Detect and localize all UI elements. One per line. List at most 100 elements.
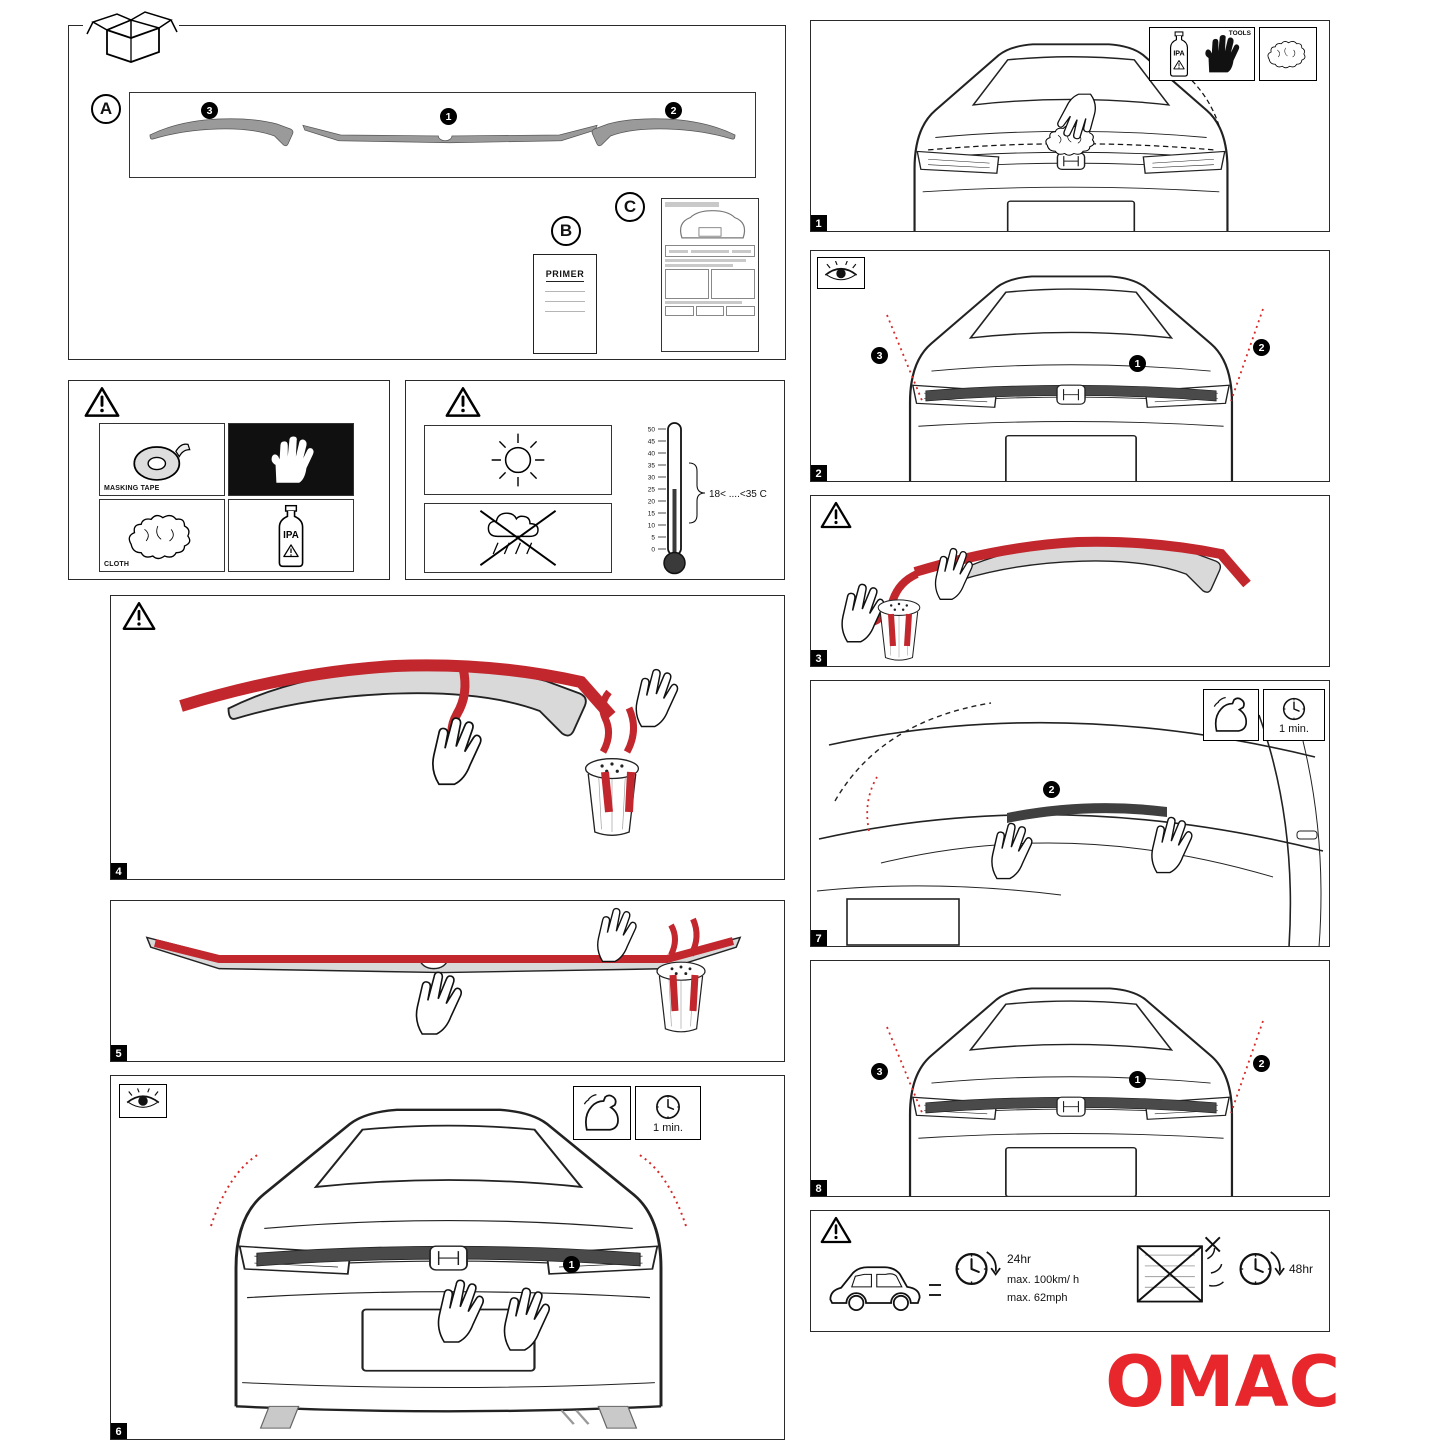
first-wait-label: 24hr xyxy=(1007,1252,1031,1266)
alignment-mark-left xyxy=(886,1026,924,1116)
step-5-panel: 5 xyxy=(110,900,785,1062)
eye-icon xyxy=(124,1088,162,1114)
parts-strip xyxy=(129,92,756,178)
step-3-panel: 3 xyxy=(810,495,1330,667)
required-supplies-box: TOOLS xyxy=(1149,27,1255,81)
primer-rule xyxy=(544,291,586,292)
rear-shelf-line xyxy=(828,721,1316,758)
clock-icon xyxy=(654,1093,682,1121)
clock-icon xyxy=(1281,696,1307,722)
ipa-cell xyxy=(228,499,354,572)
primer-packet: PRIMER xyxy=(533,254,597,354)
brand-logo-text: OMAC xyxy=(1105,1341,1340,1423)
svg-text:25: 25 xyxy=(648,487,656,494)
masking-tape-label: MASKING TAPE xyxy=(104,485,160,492)
film-in-bin xyxy=(888,613,912,647)
clock-icon xyxy=(957,1252,1000,1284)
cloth-label: CLOTH xyxy=(104,561,130,568)
parts-strip-drawing xyxy=(149,118,736,147)
alignment-mark-left xyxy=(886,314,924,404)
svg-text:50: 50 xyxy=(648,427,656,434)
primer-rule xyxy=(544,301,586,302)
thumb-car-sketch xyxy=(679,210,746,239)
sunlight-cell xyxy=(424,425,612,495)
hand-icon xyxy=(635,668,679,728)
window-edge-dashed xyxy=(834,702,992,802)
film-in-bin xyxy=(669,974,699,1012)
thermometer-scale: 50 45 40 35 30 25 20 15 10 5 0 xyxy=(648,427,656,554)
step-number-tab: 4 xyxy=(111,863,127,879)
primer-rule xyxy=(544,311,586,312)
primer-label: PRIMER xyxy=(545,269,585,282)
instruction-leaflet-thumbnail xyxy=(661,198,759,352)
check-visually-box xyxy=(817,257,865,289)
svg-text:30: 30 xyxy=(648,475,656,482)
gloves-icon xyxy=(265,434,317,486)
part-3-callout: 3 xyxy=(871,347,888,364)
gloves-cell xyxy=(228,423,354,496)
car-rear-view xyxy=(908,987,1234,1196)
svg-text:35: 35 xyxy=(648,463,656,470)
part-3-callout: 3 xyxy=(201,102,218,119)
step-3-scene xyxy=(841,536,1251,661)
step-number-tab: 3 xyxy=(811,650,827,666)
step-number-tab: 8 xyxy=(811,1180,827,1196)
step-6-panel: 1 min. 1 6 xyxy=(110,1075,785,1440)
svg-text:5: 5 xyxy=(651,535,655,542)
trim-part-3 xyxy=(149,118,294,147)
red-protective-film xyxy=(154,937,735,963)
step-number-tab: 2 xyxy=(811,465,827,481)
kit-label-b: B xyxy=(551,216,581,246)
step-4-panel: 4 xyxy=(110,595,785,880)
trunk-lid-edge xyxy=(818,813,1324,852)
svg-text:40: 40 xyxy=(648,451,656,458)
thermometer: 50 45 40 35 30 25 20 15 10 5 0 18< ....<… xyxy=(648,422,767,575)
hand-icon xyxy=(432,717,482,786)
cloth-icon xyxy=(122,511,202,561)
step-1-scene xyxy=(913,43,1229,231)
eye-icon xyxy=(822,261,860,286)
duration-box: 1 min. xyxy=(1263,689,1325,741)
temperature-range-label: 18< ....<35 C xyxy=(709,489,767,500)
clock-icon xyxy=(1241,1252,1284,1284)
motion-lines xyxy=(929,1284,941,1296)
step-2-scene xyxy=(886,275,1264,481)
corner-trim-piece xyxy=(1007,803,1167,823)
alignment-mark-left xyxy=(210,1153,260,1227)
car-rear-view xyxy=(913,43,1229,231)
step-5-scene xyxy=(146,907,741,1035)
part-3-callout: 3 xyxy=(871,1063,888,1080)
press-firmly-box xyxy=(1203,689,1259,741)
kit-label-a: A xyxy=(91,94,121,124)
part-1-callout: 1 xyxy=(563,1256,580,1273)
aftercare-panel: 24hr max. 100km/ h max. 62mph 48hr xyxy=(810,1210,1330,1332)
film-in-bin xyxy=(601,771,635,813)
range-brace xyxy=(688,462,706,524)
thumb-parts-strip xyxy=(665,245,755,257)
clean-area-outline xyxy=(928,143,1214,151)
conditions-warning-panel: 50 45 40 35 30 25 20 15 10 5 0 18< ....<… xyxy=(405,380,785,580)
parts-overview-panel: A 3 1 2 B PRIMER C xyxy=(68,0,786,360)
cloth-icon xyxy=(1265,37,1311,71)
alignment-mark xyxy=(866,776,878,832)
svg-text:0: 0 xyxy=(651,547,655,554)
car-side-line xyxy=(1258,714,1292,946)
speed-imperial-label: max. 62mph xyxy=(1007,1292,1068,1304)
svg-text:10: 10 xyxy=(648,523,656,530)
hand-icon xyxy=(934,547,973,600)
ipa-bottle-icon xyxy=(1162,30,1196,78)
step-1-panel: TOOLS 1 xyxy=(810,20,1330,232)
car-side-icon xyxy=(829,1266,921,1312)
masking-tape-icon xyxy=(126,434,198,486)
step-6-scene xyxy=(210,1108,687,1430)
door-seam-line xyxy=(1302,740,1322,946)
thumb-title-line xyxy=(665,202,719,207)
step-number-tab: 5 xyxy=(111,1045,127,1061)
svg-text:45: 45 xyxy=(648,439,656,446)
car-rear-view xyxy=(908,275,1234,481)
alignment-mark-right xyxy=(637,1153,687,1227)
part-2-callout: 2 xyxy=(1253,1055,1270,1072)
license-plate xyxy=(846,898,960,946)
no-rain-icon xyxy=(472,506,564,570)
thumb-text-line xyxy=(665,264,733,267)
